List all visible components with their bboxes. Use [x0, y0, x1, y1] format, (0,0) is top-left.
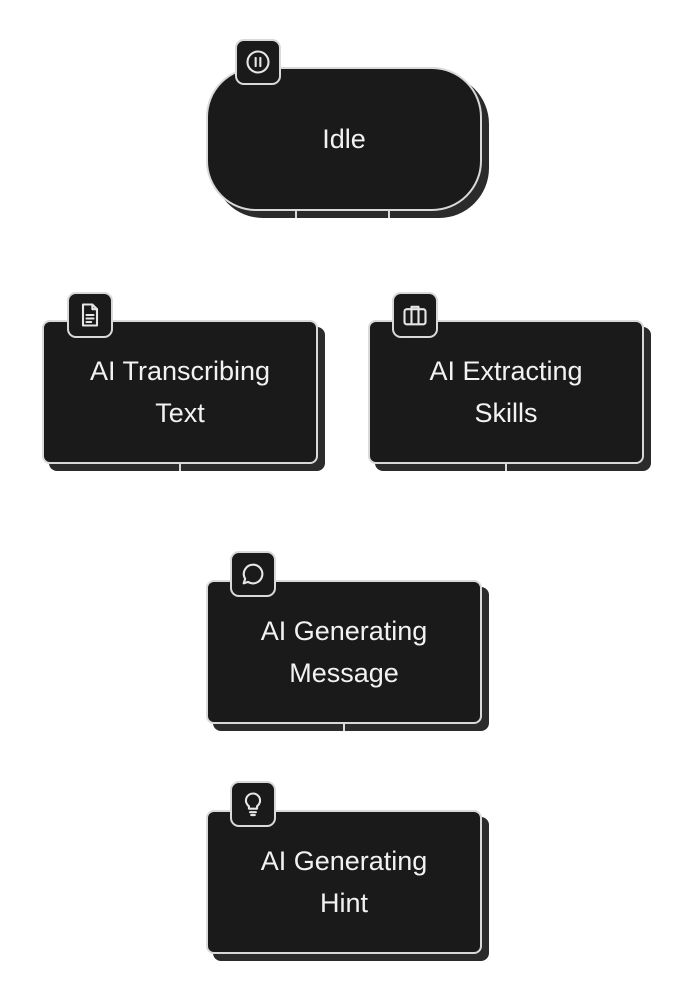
connector-port [179, 462, 181, 471]
connector-port [505, 462, 507, 471]
document-icon [67, 292, 113, 338]
lightbulb-icon [230, 781, 276, 827]
state-idle[interactable]: Idle [206, 67, 482, 211]
connector-port [295, 209, 297, 218]
state-ai-generating-hint-label: AI Generating Hint [260, 846, 428, 918]
state-ai-generating-message-label: AI Generating Message [260, 616, 428, 688]
briefcase-icon [392, 292, 438, 338]
state-ai-generating-hint[interactable]: AI Generating Hint [206, 810, 482, 954]
chat-bubble-icon [230, 551, 276, 597]
pause-icon [235, 39, 281, 85]
state-ai-extracting-skills[interactable]: AI Extracting Skills [368, 320, 644, 464]
connector-port [388, 209, 390, 218]
state-ai-transcribing-text[interactable]: AI Transcribing Text [42, 320, 318, 464]
state-ai-transcribing-text-label: AI Transcribing Text [89, 356, 271, 428]
state-ai-extracting-skills-label: AI Extracting Skills [429, 356, 583, 428]
state-ai-generating-message[interactable]: AI Generating Message [206, 580, 482, 724]
state-idle-label: Idle [322, 124, 366, 154]
connector-port [343, 722, 345, 731]
